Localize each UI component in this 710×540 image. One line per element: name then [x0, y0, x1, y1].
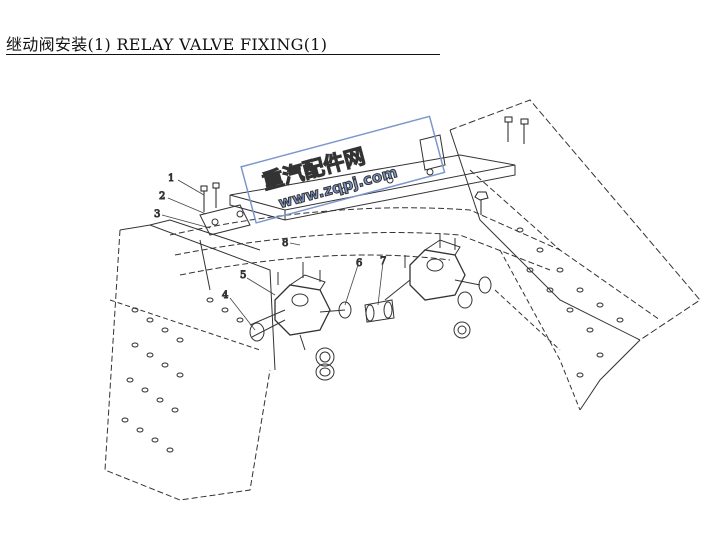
- callout-leaders: [161, 179, 384, 331]
- callout-6: 6: [356, 258, 362, 269]
- title-underline: [6, 54, 440, 55]
- left-frame-rail: [104, 219, 276, 501]
- watermark-stamp: 重汽配件网 www.zqpj.com: [240, 115, 446, 224]
- right-frame-rail: [449, 99, 701, 411]
- mounting-bracket: [199, 134, 516, 236]
- callout-1: 1: [168, 173, 174, 184]
- callout-7: 7: [380, 256, 386, 267]
- cross-member: [169, 207, 561, 291]
- relay-valve-left: [249, 262, 352, 351]
- relay-valve-right: [384, 233, 492, 309]
- fittings: [315, 289, 561, 381]
- diagram-title: 继动阀安装(1) RELAY VALVE FIXING(1): [6, 35, 328, 54]
- callout-8: 8: [282, 238, 288, 249]
- bolts: [200, 116, 529, 215]
- callout-3: 3: [154, 209, 160, 220]
- callout-4: 4: [222, 290, 228, 301]
- callout-5: 5: [240, 270, 246, 281]
- callout-2: 2: [159, 191, 165, 202]
